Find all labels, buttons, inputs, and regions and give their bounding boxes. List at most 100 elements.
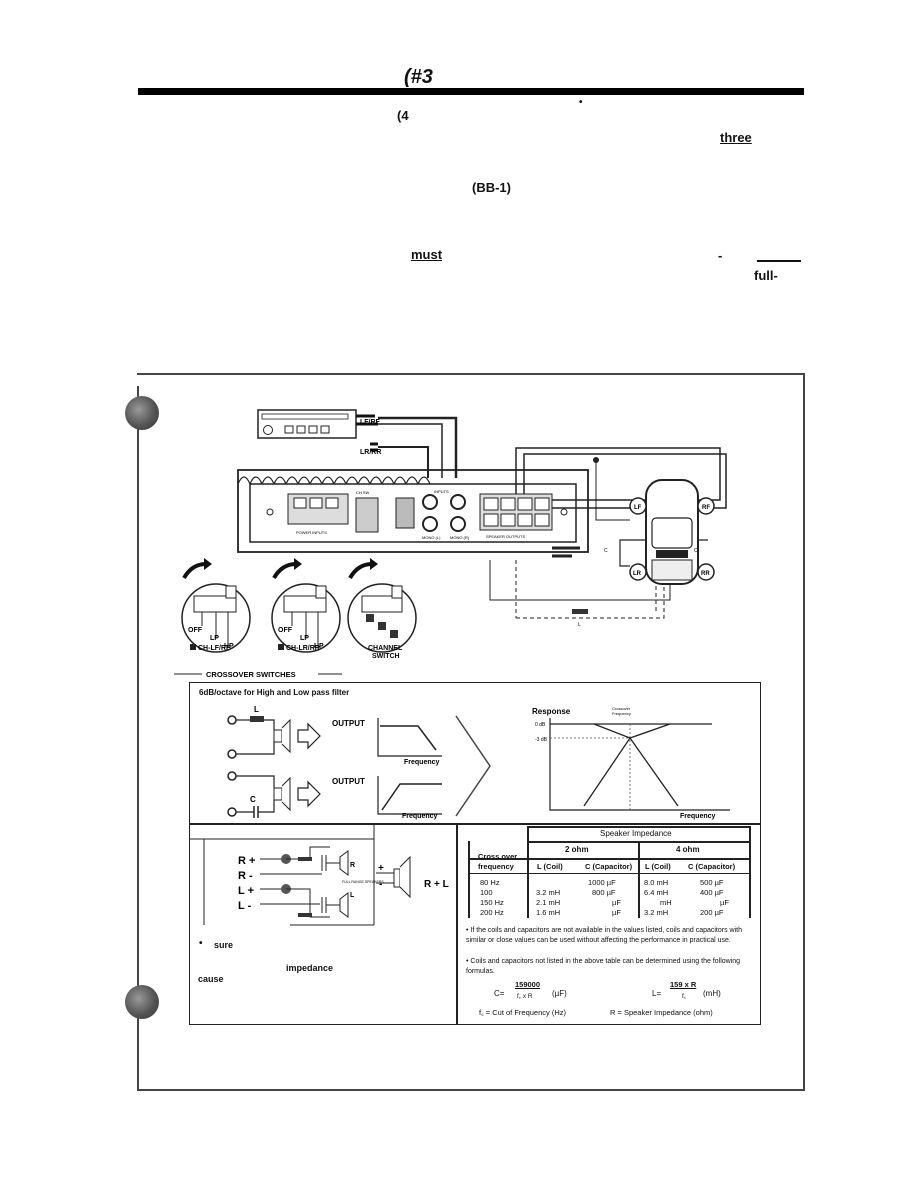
output-label-1: OUTPUT	[332, 719, 365, 728]
power-inputs-label: POWER INPUTS	[296, 530, 327, 535]
minus3-db-label: -3 dB	[535, 737, 548, 743]
switch2-caption: CH-LR/RR	[286, 645, 320, 652]
cell-freq: 100	[480, 888, 493, 897]
terminal-r-minus: R -	[238, 870, 253, 882]
minus-sign: -	[379, 879, 382, 890]
crossover-label-2: Frequency	[612, 711, 631, 716]
impedance-panel	[457, 824, 761, 1025]
wiring-diagram: LF/RF LR/RR POWER INPUTS INPUTS SPEAKER …	[174, 409, 727, 679]
frequency-label-3: Frequency	[680, 813, 716, 820]
table-hline-3	[468, 873, 749, 874]
full-range-wiring: R + R - L + L - R L FULL RANGE SPEAKERS …	[190, 825, 449, 926]
ch-switch-label: CH SW	[356, 490, 370, 495]
mono-l-label: MONO (L)	[422, 535, 441, 540]
cap-symbol-label: C	[250, 795, 256, 804]
impedance-table-frame	[527, 826, 749, 828]
cap-label-2: C	[694, 548, 698, 554]
note-impedance: impedance	[286, 963, 334, 973]
table-hline-2	[468, 858, 749, 860]
cell-freq: 80 Hz	[480, 878, 500, 887]
row-header-2: frequency	[478, 862, 514, 871]
output-label-2: OUTPUT	[332, 777, 365, 786]
cell-c2: 1000 µF	[588, 878, 616, 887]
switch1-off: OFF	[188, 627, 203, 634]
switch3-caption-2: SWITCH	[372, 653, 400, 660]
formula-l-numerator: 159 x R	[670, 980, 697, 989]
table-vline-2	[638, 841, 640, 918]
coil-symbol-label: L	[254, 705, 259, 714]
crossover-switches-title: CROSSOVER SWITCHES	[206, 670, 296, 679]
formula-l-unit: (mH)	[703, 989, 721, 998]
wiring-panel	[189, 824, 457, 1025]
legend-r: R = Speaker Impedance (ohm)	[610, 1008, 713, 1017]
switch-dial-2: OFF LP HP	[271, 558, 341, 653]
frame-left-edge	[137, 386, 139, 1091]
diagram-frame	[137, 373, 805, 1091]
col-4ohm: 4 ohm	[676, 845, 700, 854]
switch2-hp: HP	[314, 643, 324, 650]
binder-hole-top	[125, 396, 159, 430]
text-fragment-4: (4	[397, 108, 409, 123]
cell-l4: 3.2 mH	[644, 908, 669, 917]
car-top-view: LF RF LR RR C C L	[578, 479, 715, 628]
head-unit	[257, 409, 357, 439]
table-vline-1	[527, 826, 529, 918]
speaker-lr-label: LR	[633, 571, 642, 577]
switch1-caption: CH-LF/RF	[198, 645, 231, 652]
cell-c2: µF	[612, 898, 621, 907]
table-row: 100 3.2 mH 800 µF 6.4 mH 400 µF	[470, 888, 750, 898]
underline-blank	[757, 260, 801, 262]
text-fragment-bb1: (BB-1)	[472, 180, 511, 195]
dot-fragment: •	[579, 97, 583, 108]
switch3-caption-1: CHANNEL	[368, 645, 403, 652]
cell-c4: 200 µF	[700, 908, 724, 917]
formula-l-lhs: L=	[652, 989, 662, 998]
impedance-title: Speaker Impedance	[600, 829, 672, 838]
label-lr-rr: LR/RR	[360, 449, 381, 456]
switch-dial-3	[347, 558, 417, 653]
speaker-outputs-label: SPEAKER OUTPUTS	[486, 534, 525, 539]
header-rule	[138, 88, 804, 95]
cell-c4: 400 µF	[700, 888, 724, 897]
sub-header-4: C (Capacitor)	[688, 862, 736, 871]
cell-l4: mH	[660, 898, 672, 907]
table-row: 200 Hz 1.6 mH µF 3.2 mH 200 µF	[470, 908, 750, 918]
filter-diagrams: L OUTPUT Frequency C OUTPUT Frequency Re…	[227, 705, 730, 820]
cell-c2: µF	[612, 908, 621, 917]
response-label: Response	[532, 707, 571, 716]
cell-freq: 200 Hz	[480, 908, 504, 917]
text-fragment-dash: -	[718, 248, 723, 263]
filter-panel-title: 6dB/octave for High and Low pass filter	[199, 688, 350, 697]
coil-label: L	[578, 622, 581, 628]
cell-l2: 3.2 mH	[536, 888, 561, 897]
terminal-l-minus: L -	[238, 900, 252, 912]
mono-r-label: MONO (R)	[450, 535, 470, 540]
inputs-label: INPUTS	[434, 489, 449, 494]
cell-l4: 6.4 mH	[644, 888, 669, 897]
cell-l2: 2.1 mH	[536, 898, 561, 907]
note-bullet: •	[199, 938, 203, 949]
switch2-lp: LP	[300, 635, 309, 642]
plus-sign: +	[378, 863, 384, 874]
cell-l2: 1.6 mH	[536, 908, 561, 917]
impedance-note-2: • Coils and capacitors not listed in the…	[466, 958, 741, 975]
legend-fc: f꜀ = Cut of Frequency (Hz)	[479, 1008, 566, 1017]
frequency-label-2: Frequency	[402, 813, 438, 820]
table-hline-1	[527, 841, 749, 843]
table-row: 150 Hz 2.1 mH µF mH µF	[470, 898, 750, 908]
formula-c-denominator: f꜀ x R	[517, 993, 533, 1000]
table-vline-3	[749, 826, 751, 918]
zero-db-label: 0 dB	[535, 722, 546, 728]
sub-header-2: C (Capacitor)	[585, 862, 633, 871]
text-fragment-must: must	[411, 247, 443, 262]
switch1-hp: HP	[224, 643, 234, 650]
cell-c2: 800 µF	[592, 888, 616, 897]
speaker-rr-label: RR	[701, 571, 710, 577]
label-lf-rf: LF/RF	[360, 419, 381, 426]
text-fragment-three: three	[720, 130, 752, 145]
amplifier: POWER INPUTS INPUTS SPEAKER OUTPUTS MONO…	[237, 469, 589, 553]
frequency-label-1: Frequency	[404, 759, 440, 766]
speaker-r-label: R	[350, 862, 355, 869]
cell-l4: 8.0 mH	[644, 878, 669, 887]
text-fragment-full: full-	[754, 268, 778, 283]
